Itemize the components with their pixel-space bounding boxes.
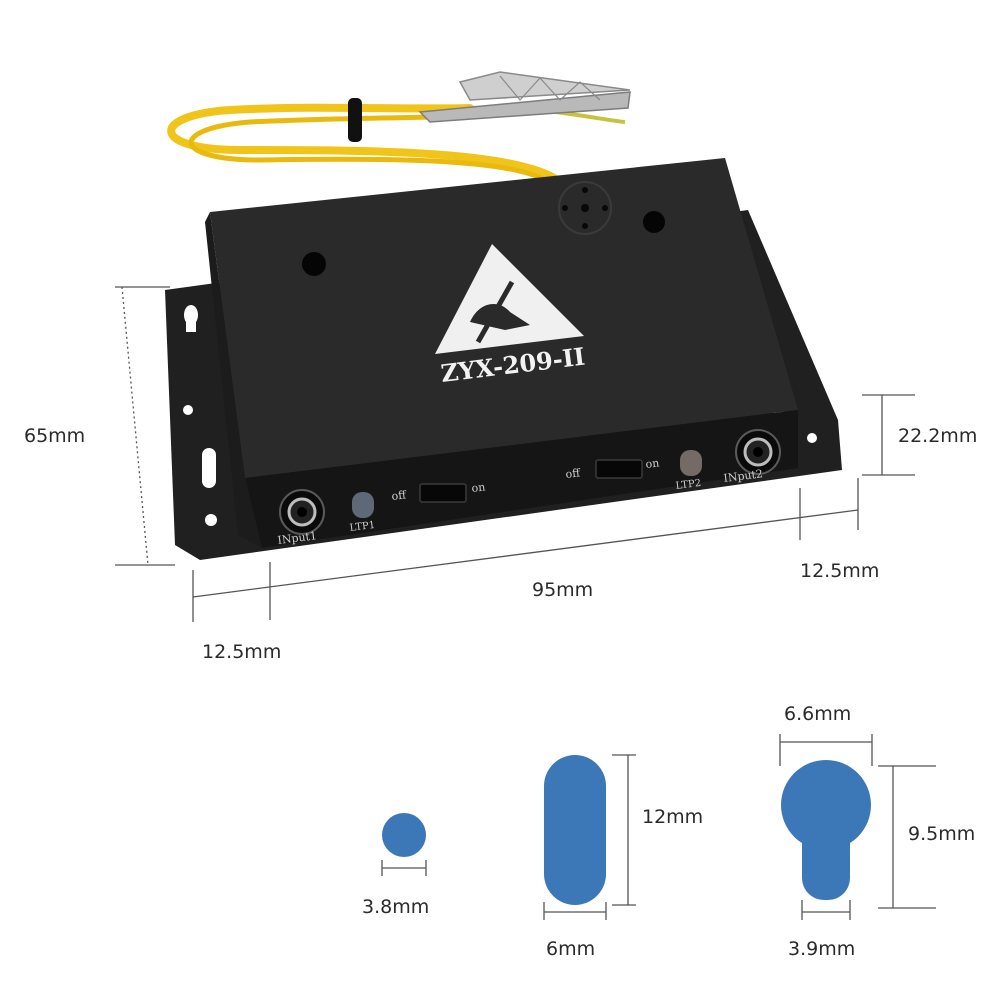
- depth-dimension-label: 22.2mm: [898, 425, 978, 447]
- left-edge-dimension-label: 12.5mm: [202, 641, 282, 663]
- keyhole-height-dimension-label: 9.5mm: [908, 823, 976, 845]
- keyhole-shape: [781, 760, 871, 900]
- slot-height-dimension-label: 12mm: [642, 806, 704, 828]
- switch-off-label-left: off: [391, 488, 408, 503]
- hole-diagrams: [381, 734, 936, 920]
- slot-width-dimension-label: 6mm: [546, 938, 596, 960]
- speaker-grille: [558, 181, 612, 235]
- led-label-right: LTP2: [675, 478, 702, 492]
- round-hole-shape: [382, 813, 426, 857]
- led-label-left: LTP1: [349, 520, 376, 534]
- switch-on-label-left: on: [471, 480, 486, 495]
- width-dimension-label: 95mm: [532, 579, 594, 601]
- dimension-lines: [115, 286, 915, 622]
- alligator-clip: [418, 71, 631, 123]
- keyhole-top-dimension-label: 6.6mm: [784, 703, 852, 725]
- slot-hole-shape: [544, 755, 606, 905]
- height-dimension-label: 65mm: [24, 425, 86, 447]
- switch-on-label-right: on: [645, 456, 660, 471]
- port-label-left: INput1: [277, 529, 318, 547]
- switch-off-label-right: off: [565, 466, 582, 481]
- port-label-right: INput2: [723, 467, 764, 485]
- keyhole-bottom-dimension-label: 3.9mm: [788, 938, 856, 960]
- right-edge-dimension-label: 12.5mm: [800, 560, 880, 582]
- round-hole-dimension-label: 3.8mm: [362, 896, 430, 918]
- esd-warning-triangle-icon: [435, 244, 584, 354]
- front-panel: [279, 429, 781, 535]
